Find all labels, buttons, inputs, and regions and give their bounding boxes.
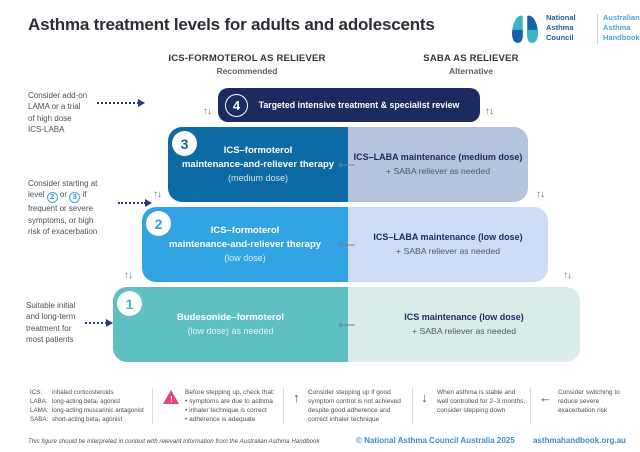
checklist-item: adherence is adequate <box>185 415 279 424</box>
annotation-text-part: or <box>57 190 70 200</box>
switch-note: Consider switching to reduce severe exac… <box>558 389 620 415</box>
step-up-down-icon: ↑↓ <box>485 106 494 117</box>
level-1-left-box: Budesonide–formoterol (low dose) as need… <box>113 287 348 362</box>
level-1-number-badge: 1 <box>117 291 142 316</box>
circled-2-icon: 2 <box>46 192 58 204</box>
column-label: SABA AS RELIEVER <box>423 53 519 64</box>
reliever-line: + SABA reliever as needed <box>395 245 501 256</box>
abbreviation-row: ICS: inhaled corticosteroids <box>30 389 144 398</box>
warning-triangle <box>163 390 179 404</box>
abbr-definition: long-acting muscarinic antagonist <box>52 406 144 414</box>
step-down-note: When asthma is stable and well controlle… <box>437 389 526 415</box>
column-sublabel: Alternative <box>449 66 493 76</box>
warning-icon: ! <box>163 390 180 404</box>
dose-line: (low dose) <box>224 252 266 263</box>
therapy-line: maintenance-and-reliever therapy <box>168 238 322 250</box>
switch-left-arrow-icon: ⟵ <box>338 318 356 332</box>
abbreviation-row: LABA: long-acting beta₂ agonist <box>30 398 144 407</box>
arrow-up-icon: ↑ <box>293 390 300 405</box>
footer-divider <box>152 388 153 424</box>
abbreviation-row: SABA: short-acting beta₂ agonist <box>30 416 144 425</box>
step-up-checklist: Before stepping up, check that: symptoms… <box>185 388 279 424</box>
annotation-suitable-initial: Suitable initial and long-term treatment… <box>26 301 76 345</box>
annotation-text-part: if frequent or severe symptoms, or high … <box>28 190 98 236</box>
step-up-down-icon: ↑↓ <box>563 270 572 281</box>
abbr-label: LABA: <box>30 397 48 405</box>
abbr-definition: long-acting beta₂ agonist <box>52 397 121 405</box>
abbr-label: LAMA: <box>30 406 49 414</box>
checklist-title: Before stepping up, check that: <box>185 389 275 396</box>
arrow-left-icon: ← <box>539 390 552 405</box>
level-3-number-badge: 3 <box>172 131 197 156</box>
abbr-definition: inhaled corticosteroids <box>52 389 114 396</box>
dose-line: (low dose) as needed <box>187 325 274 336</box>
lungs-icon <box>512 15 538 43</box>
logo: National Asthma Council Australian Asthm… <box>509 12 640 48</box>
step-up-down-icon: ↑↓ <box>203 106 212 117</box>
abbreviation-row: LAMA: long-acting muscarinic antagonist <box>30 407 144 416</box>
abbr-definition: short-acting beta₂ agonist <box>52 415 123 423</box>
step-up-down-icon: ↑↓ <box>153 189 162 200</box>
column-sublabel: Recommended <box>216 66 278 76</box>
abbr-label: ICS: <box>30 389 43 396</box>
therapy-line: ICS–formoterol <box>210 224 280 236</box>
logo-council-text: National Asthma Council <box>546 13 576 42</box>
dose-line: (medium dose) <box>227 172 289 183</box>
level-3-left-box: ICS–formoterol maintenance-and-reliever … <box>168 127 348 202</box>
checklist-item: symptoms are due to asthma <box>185 397 279 406</box>
therapy-line: maintenance-and-reliever therapy <box>181 158 335 170</box>
dotted-arrow-icon <box>118 199 152 207</box>
column-label: ICS-FORMOTEROL AS RELIEVER <box>168 53 326 64</box>
logo-divider <box>597 14 598 44</box>
switch-left-arrow-icon: ⟵ <box>338 238 356 252</box>
abbr-label: SABA: <box>30 415 49 423</box>
level-2-left-box: ICS–formoterol maintenance-and-reliever … <box>142 207 348 282</box>
level-4-title: Targeted intensive treatment & specialis… <box>258 100 460 110</box>
therapy-line: ICS–formoterol <box>223 144 293 156</box>
therapy-line: ICS–LABA maintenance (medium dose) <box>353 152 523 163</box>
footer-divider <box>412 388 413 424</box>
level-2-right-box: ICS–LABA maintenance (low dose) + SABA r… <box>348 207 548 282</box>
logo-handbook-text: Australian Asthma Handbook <box>603 13 640 42</box>
footer-divider <box>283 388 284 424</box>
annotation-text-part: Consider starting at level <box>28 179 98 200</box>
disclaimer-text: This figure should be interpreted in con… <box>28 438 320 445</box>
step-up-down-icon: ↑↓ <box>536 189 545 200</box>
reliever-line: + SABA reliever as needed <box>411 325 517 336</box>
therapy-line: ICS–LABA maintenance (low dose) <box>373 232 523 243</box>
dotted-arrow-icon <box>97 99 145 107</box>
handbook-url-link[interactable]: asthmahandbook.org.au <box>533 436 626 445</box>
reliever-line: + SABA reliever as needed <box>385 165 491 176</box>
warning-exclamation: ! <box>170 394 173 404</box>
copyright-text: © National Asthma Council Australia 2025 <box>356 436 515 445</box>
checklist-item: inhaler technique is correct <box>185 406 279 415</box>
level-4-number-badge: 4 <box>225 93 248 117</box>
step-up-note: Consider stepping up if good symptom con… <box>308 389 401 424</box>
annotation-starting-level: Consider starting at level 2 or 3 if fre… <box>28 178 128 237</box>
annotation-add-on-lama: Consider add-on LAMA or a trial of high … <box>28 91 88 135</box>
arrow-down-icon: ↓ <box>421 390 428 405</box>
column-header-saba: SABA AS RELIEVER Alternative <box>388 53 554 76</box>
therapy-line: ICS maintenance (low dose) <box>404 312 524 323</box>
abbreviation-list: ICS: inhaled corticosteroids LABA: long-… <box>30 389 144 425</box>
switch-left-arrow-icon: ⟵ <box>338 158 356 172</box>
level-4-band: 4 Targeted intensive treatment & special… <box>218 88 480 122</box>
footer-divider <box>530 388 531 424</box>
level-3-right-box: ICS–LABA maintenance (medium dose) + SAB… <box>348 127 528 202</box>
column-header-ics-formoterol: ICS-FORMOTEROL AS RELIEVER Recommended <box>130 53 364 76</box>
level-1-right-box: ICS maintenance (low dose) + SABA reliev… <box>348 287 580 362</box>
therapy-line: Budesonide–formoterol <box>176 311 285 323</box>
level-2-number-badge: 2 <box>146 211 171 236</box>
step-up-down-icon: ↑↓ <box>124 270 133 281</box>
page-title: Asthma treatment levels for adults and a… <box>28 15 435 34</box>
dotted-arrow-icon <box>85 319 113 327</box>
circled-3-icon: 3 <box>69 192 81 204</box>
